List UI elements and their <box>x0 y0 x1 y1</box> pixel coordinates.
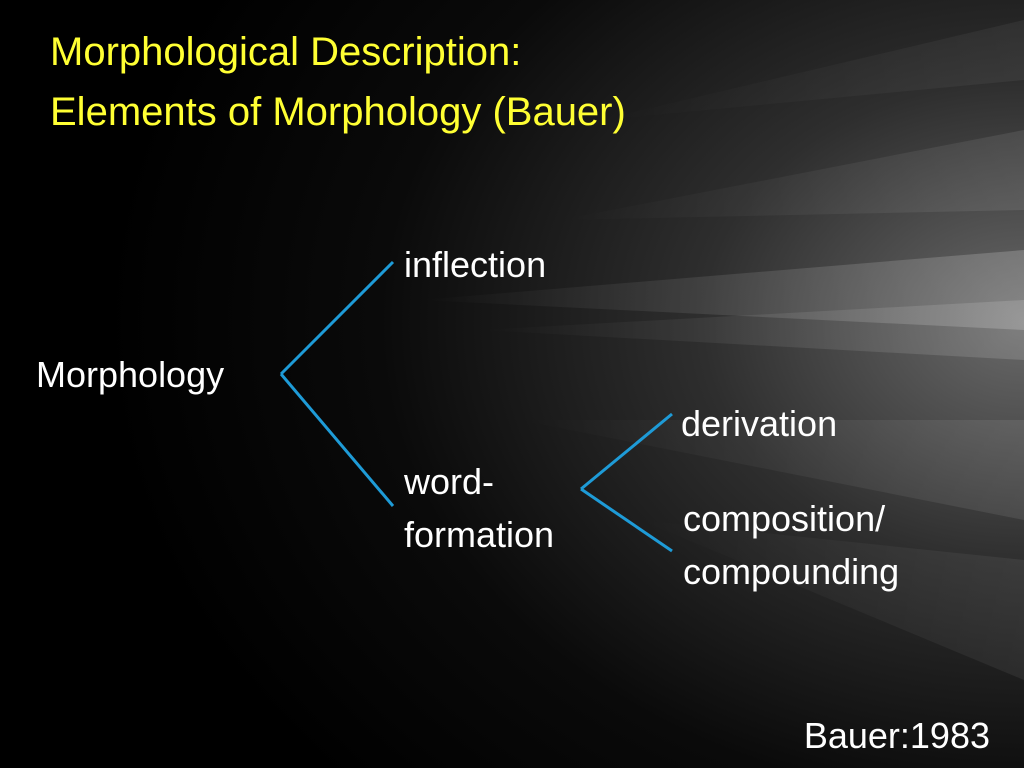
node-morphology: Morphology <box>36 354 225 395</box>
edge-morphology-inflection <box>279 260 395 376</box>
edge-word-formation-composition <box>580 487 673 553</box>
node-word-formation-line-1: word- <box>404 461 495 502</box>
node-composition-line-1: composition/ <box>683 498 886 539</box>
node-inflection: inflection <box>404 244 547 285</box>
title-line-2: Elements of Morphology (Bauer) <box>50 90 626 134</box>
edge-word-formation-derivation <box>580 412 673 491</box>
citation: Bauer:1983 <box>803 715 990 756</box>
node-derivation: derivation <box>681 403 838 444</box>
node-word-formation: word- formation <box>404 455 554 561</box>
edge-morphology-word-formation <box>279 373 395 507</box>
slide-title: Morphological Description: Elements of M… <box>50 22 990 142</box>
title-line-1: Morphological Description: <box>50 30 522 74</box>
node-composition-line-2: compounding <box>683 551 900 592</box>
node-word-formation-line-2: formation <box>404 514 555 555</box>
node-composition: composition/ compounding <box>683 492 899 598</box>
